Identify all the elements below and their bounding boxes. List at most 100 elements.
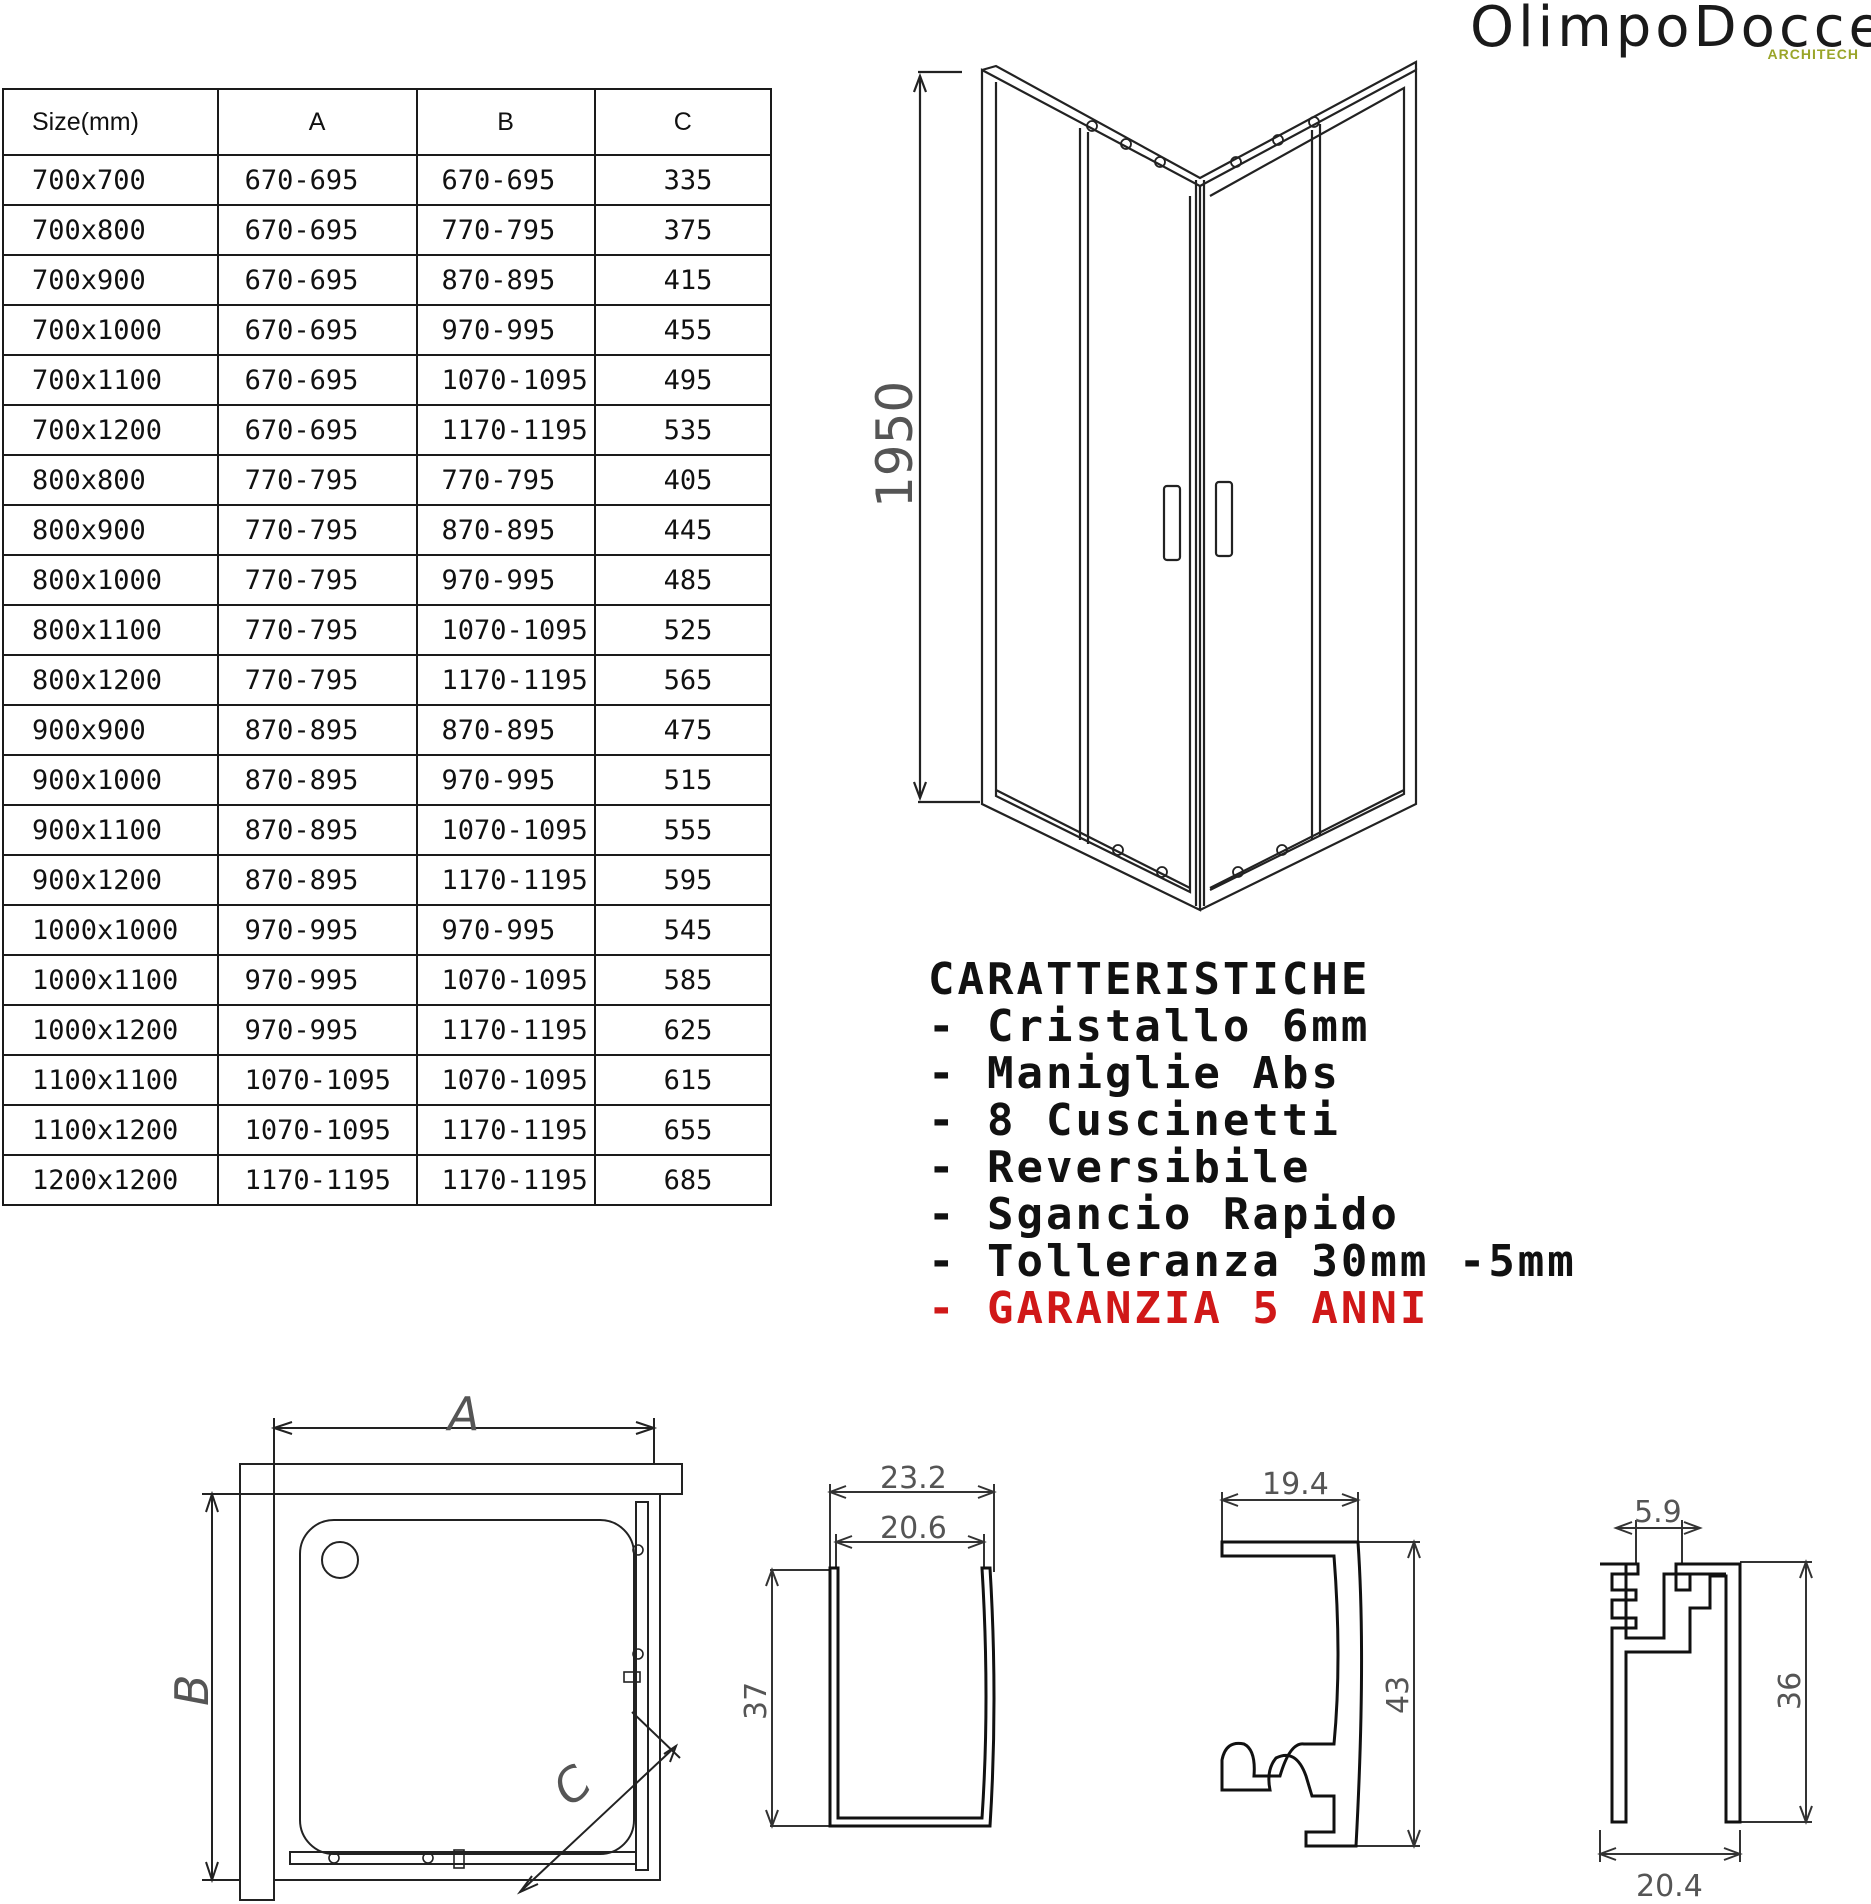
table-cell: 970-995 bbox=[216, 904, 418, 956]
profile-u-shape bbox=[828, 1566, 996, 1828]
table-cell: 525 bbox=[593, 604, 773, 656]
table-cell: 1070-1095 bbox=[415, 804, 596, 856]
header-b: B bbox=[415, 88, 596, 156]
table-cell: 770-795 bbox=[216, 554, 418, 606]
table-cell: 870-895 bbox=[415, 504, 596, 556]
table-cell: 655 bbox=[593, 1104, 773, 1156]
plan-label-c: C bbox=[542, 1754, 601, 1816]
table-cell: 900x1000 bbox=[2, 754, 219, 806]
table-cell: 1070-1095 bbox=[415, 354, 596, 406]
header-a: A bbox=[216, 88, 418, 156]
profile-hook-shape bbox=[1220, 1540, 1364, 1848]
table-cell: 1200x1200 bbox=[2, 1154, 219, 1206]
table-cell: 700x800 bbox=[2, 204, 219, 256]
p3-width-top: 5.9 bbox=[1634, 1495, 1682, 1530]
table-header-row: Size(mm) A B C bbox=[2, 88, 773, 156]
p1-width-inner: 20.6 bbox=[880, 1511, 947, 1546]
table-cell: 770-795 bbox=[415, 454, 596, 506]
table-cell: 770-795 bbox=[415, 204, 596, 256]
p2-height: 43 bbox=[1381, 1676, 1416, 1714]
table-cell: 1170-1195 bbox=[415, 1104, 596, 1156]
table-cell: 970-995 bbox=[216, 954, 418, 1006]
table-cell: 1070-1095 bbox=[216, 1104, 418, 1156]
feature-item: - Sgancio Rapido bbox=[928, 1189, 1400, 1240]
table-cell: 900x900 bbox=[2, 704, 219, 756]
table-cell: 545 bbox=[593, 904, 773, 956]
table-cell: 870-895 bbox=[216, 754, 418, 806]
p3-height: 36 bbox=[1773, 1672, 1808, 1710]
feature-item: - 8 Cuscinetti bbox=[928, 1095, 1341, 1146]
table-cell: 670-695 bbox=[216, 154, 418, 206]
profile-u-channel bbox=[765, 1484, 997, 1829]
profile-stepped-shape bbox=[1600, 1562, 1742, 1824]
table-cell: 670-695 bbox=[216, 354, 418, 406]
table-cell: 495 bbox=[593, 354, 773, 406]
table-cell: 595 bbox=[593, 854, 773, 906]
table-cell: 515 bbox=[593, 754, 773, 806]
feature-item: - Reversibile bbox=[928, 1142, 1312, 1193]
table-cell: 485 bbox=[593, 554, 773, 606]
profile-stepped bbox=[1597, 1520, 1813, 1862]
table-cell: 700x900 bbox=[2, 254, 219, 306]
table-cell: 970-995 bbox=[415, 554, 596, 606]
table-cell: 670-695 bbox=[216, 304, 418, 356]
table-cell: 800x900 bbox=[2, 504, 219, 556]
table-cell: 1170-1195 bbox=[216, 1154, 418, 1206]
table-cell: 700x700 bbox=[2, 154, 219, 206]
feature-item: - Maniglie Abs bbox=[928, 1048, 1341, 1099]
brand-name: OlimpoDocce bbox=[1470, 0, 1871, 60]
table-cell: 800x800 bbox=[2, 454, 219, 506]
table-cell: 800x1200 bbox=[2, 654, 219, 706]
p1-height: 37 bbox=[739, 1682, 774, 1720]
table-cell: 1100x1100 bbox=[2, 1054, 219, 1106]
table-cell: 670-695 bbox=[216, 404, 418, 456]
table-cell: 1000x1000 bbox=[2, 904, 219, 956]
table-cell: 870-895 bbox=[216, 704, 418, 756]
table-cell: 770-795 bbox=[216, 454, 418, 506]
plan-label-a: A bbox=[445, 1387, 479, 1441]
table-cell: 700x1100 bbox=[2, 354, 219, 406]
table-cell: 870-895 bbox=[216, 854, 418, 906]
table-cell: 1170-1195 bbox=[415, 654, 596, 706]
table-cell: 685 bbox=[593, 1154, 773, 1206]
table-cell: 1170-1195 bbox=[415, 1004, 596, 1056]
feature-warranty: - GARANZIA 5 ANNI bbox=[928, 1283, 1430, 1334]
table-cell: 1000x1100 bbox=[2, 954, 219, 1006]
feature-item: - Cristallo 6mm bbox=[928, 1001, 1371, 1052]
table-cell: 700x1000 bbox=[2, 304, 219, 356]
p2-width: 19.4 bbox=[1262, 1467, 1329, 1502]
table-cell: 970-995 bbox=[216, 1004, 418, 1056]
table-cell: 615 bbox=[593, 1054, 773, 1106]
shower-elevation-drawing bbox=[912, 60, 1418, 912]
table-cell: 1070-1095 bbox=[216, 1054, 418, 1106]
table-cell: 900x1100 bbox=[2, 804, 219, 856]
table-cell: 670-695 bbox=[216, 204, 418, 256]
table-cell: 1170-1195 bbox=[415, 854, 596, 906]
shower-plan-drawing bbox=[202, 1418, 683, 1901]
table-cell: 670-695 bbox=[216, 254, 418, 306]
features-title: CARATTERISTICHE bbox=[928, 954, 1371, 1005]
table-cell: 900x1200 bbox=[2, 854, 219, 906]
table-cell: 405 bbox=[593, 454, 773, 506]
plan-label-b: B bbox=[165, 1674, 219, 1706]
table-cell: 535 bbox=[593, 404, 773, 456]
table-cell: 800x1000 bbox=[2, 554, 219, 606]
table-cell: 375 bbox=[593, 204, 773, 256]
table-cell: 800x1100 bbox=[2, 604, 219, 656]
height-dimension-label: 1950 bbox=[866, 381, 924, 508]
